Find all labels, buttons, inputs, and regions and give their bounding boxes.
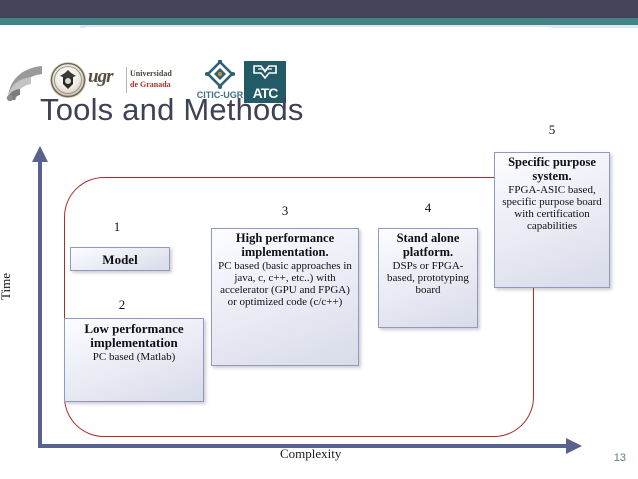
stage-number-2: 2 [118, 297, 126, 312]
ugr-line1: Universidad [130, 69, 172, 78]
ugr-line2: de Granada [130, 80, 171, 89]
stage-box-specific-purpose-system[interactable]: Specific purpose system. FPGA-ASIC based… [494, 152, 610, 288]
stage-number-3: 3 [281, 203, 289, 218]
stage-number-4: 4 [424, 200, 432, 215]
ugr-logo: ugr Universidad de Granada [50, 62, 172, 102]
page-title: Tools and Methods [40, 92, 304, 127]
stage-box-description: FPGA-ASIC based, specific purpose board … [502, 184, 602, 233]
group-outline [64, 177, 534, 437]
stage-box-title: Specific purpose system. [508, 155, 596, 183]
stage-box-title: High performance implementation. [235, 231, 335, 259]
slide-number: 13 [613, 452, 626, 464]
ugr-crest-icon [50, 62, 86, 98]
header-rule [80, 25, 638, 28]
logo-row: ugr Universidad de Granada CITIC-UGR [0, 30, 638, 103]
x-axis-arrow-icon [566, 438, 582, 454]
citic-ugr-label: CITIC-UGR [196, 90, 244, 100]
x-axis-label: Complexity [280, 446, 342, 461]
header-bar-dark [0, 0, 638, 18]
header-rule-thin [86, 27, 551, 29]
ugr-divider [126, 67, 127, 93]
stage-box-title: Low performance implementation [84, 321, 184, 351]
stage-box-model[interactable]: Model [70, 247, 170, 271]
stage-box-low-performance-implementation[interactable]: Low performance implementation PC based … [64, 318, 204, 402]
stage-box-stand-alone-platform[interactable]: Stand alone platform. DSPs or FPGA-based… [378, 228, 478, 328]
stage-box-description: DSPs or FPGA-based, prototyping board [387, 260, 469, 297]
stage-box-title: Stand alone platform. [396, 231, 460, 259]
stage-box-title: Model [102, 252, 138, 267]
atc-logo: ATC [244, 61, 286, 103]
citic-ugr-logo: CITIC-UGR [186, 59, 254, 104]
atc-label: ATC [252, 85, 279, 101]
y-axis-arrow-icon [32, 146, 48, 162]
ugr-wordmark: ugr [88, 66, 113, 87]
stage-number-1: 1 [113, 219, 121, 234]
stage-box-description: PC based (basic approaches in java, c, c… [218, 260, 352, 309]
header-bar-teal [0, 18, 638, 25]
waves-logo [4, 62, 48, 102]
ugr-university-text: Universidad de Granada [130, 68, 172, 90]
x-axis-line [38, 444, 570, 448]
stage-box-high-performance-implementation[interactable]: High performance implementation. PC base… [211, 228, 359, 366]
y-axis-line [38, 160, 42, 448]
stage-box-description: PC based (Matlab) [92, 351, 176, 364]
y-axis-label: Time [0, 273, 13, 300]
stage-number-5: 5 [548, 122, 556, 137]
